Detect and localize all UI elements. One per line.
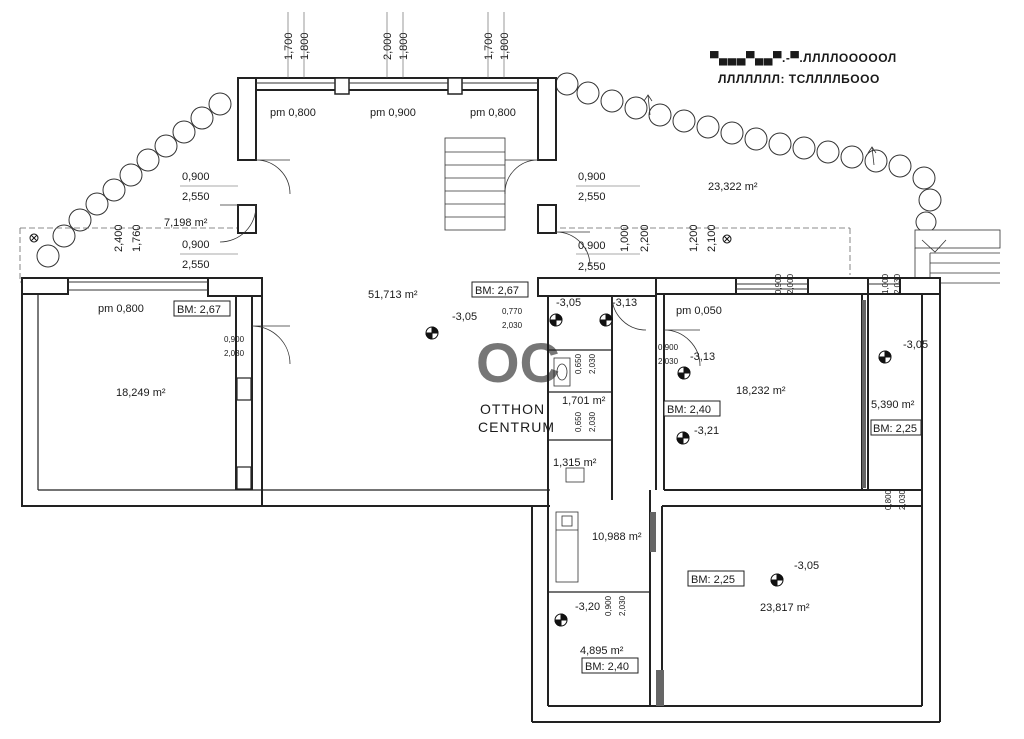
vdim-2a: 1,000 xyxy=(619,224,631,252)
watermark-logo: OC OTTHON CENTRUM xyxy=(476,331,560,435)
area-right-room: 18,232 m² xyxy=(736,385,786,397)
vertical-dim-labels: 2,400 1,760 1,000 2,200 1,200 2,100 xyxy=(113,224,718,252)
bm-boxes xyxy=(173,281,922,674)
watermark-line2: CENTRUM xyxy=(478,419,555,435)
area-main-hall: 51,713 m² xyxy=(368,289,418,301)
header-scribble-line1: ▀▄▄▄▀▄▄▀.-▀.ЛЛЛЛОООООЛ xyxy=(710,51,897,66)
window-labels: pm 0,800 pm 0,900 pm 0,800 pm 0,800 pm 0… xyxy=(98,107,722,317)
opening-1a: 0,900 xyxy=(182,171,210,183)
opening-labels: 0,900 2,550 0,900 2,550 0,900 2,550 0,90… xyxy=(182,171,606,273)
dim-2b: 1,800 xyxy=(398,32,410,60)
vdim-7a: 0,650 xyxy=(574,411,583,432)
dim-3b: 1,800 xyxy=(499,32,511,60)
vdim-9a: 0,900 xyxy=(604,595,613,616)
vdim-6a: 0,650 xyxy=(574,353,583,374)
opening-1b: 2,550 xyxy=(182,191,210,203)
vdim-7b: 2,030 xyxy=(588,411,597,432)
level-corridor: -3,05 xyxy=(903,339,928,351)
vdim-1b: 1,760 xyxy=(131,224,143,252)
area-corridor: 5,390 m² xyxy=(871,399,915,411)
vdim-5b: 2,030 xyxy=(893,273,902,294)
slope-arrow-1 xyxy=(643,94,877,166)
window-label-1: pm 0,800 xyxy=(270,107,316,119)
small-vertical-labels: 0,900 2,000 1,000 2,030 0,650 2,030 0,65… xyxy=(574,273,907,616)
watermark-line1: OTTHON xyxy=(480,401,545,417)
door-swings xyxy=(219,159,701,367)
vdim-8a: 0,800 xyxy=(884,489,893,510)
level-storage: -3,20 xyxy=(575,601,600,613)
window-label-5: pm 0,050 xyxy=(676,305,722,317)
window-label-2: pm 0,900 xyxy=(370,107,416,119)
dim-1b: 1,800 xyxy=(299,32,311,60)
level-lower-room: -3,05 xyxy=(794,560,819,572)
vdim-9b: 2,030 xyxy=(618,595,627,616)
dim-1a: 1,700 xyxy=(283,32,295,60)
small-opening-labels: 0,900 2,030 0,770 2,030 0,900 2,030 xyxy=(224,307,679,366)
bm-corridor: BM: 2,25 xyxy=(873,423,917,435)
opening-6a: 0,770 xyxy=(502,307,523,316)
area-lower-room: 23,817 m² xyxy=(760,602,810,614)
vdim-1a: 2,400 xyxy=(113,224,125,252)
level-right-room: -3,21 xyxy=(694,425,719,437)
opening-4a: 0,900 xyxy=(578,240,606,252)
opening-5b: 2,030 xyxy=(224,349,245,358)
vdim-4b: 2,000 xyxy=(786,273,795,294)
opening-7b: 2,030 xyxy=(658,357,679,366)
bm-main-hall: BM: 2,67 xyxy=(475,285,519,297)
dim-3a: 1,700 xyxy=(483,32,495,60)
vdim-4a: 0,900 xyxy=(774,273,783,294)
level-hall-door: -3,05 xyxy=(556,297,581,309)
opening-4b: 2,550 xyxy=(578,261,606,273)
opening-2b: 2,550 xyxy=(182,259,210,271)
top-dimensions: 1,700 1,800 2,000 1,800 1,700 1,800 xyxy=(283,32,511,60)
exterior-stair xyxy=(914,229,1001,290)
opening-7a: 0,900 xyxy=(658,343,679,352)
area-bathroom: 1,701 m² xyxy=(562,395,606,407)
opening-6b: 2,030 xyxy=(502,321,523,330)
dimension-leaders xyxy=(180,12,640,255)
area-kitchen: 10,988 m² xyxy=(592,531,642,543)
interior-stair xyxy=(444,137,506,231)
opening-3b: 2,550 xyxy=(578,191,606,203)
window-label-3: pm 0,800 xyxy=(470,107,516,119)
watermark-oc: OC xyxy=(476,331,560,394)
vdim-5a: 1,000 xyxy=(881,273,890,294)
bathroom-fixtures xyxy=(553,357,585,583)
bm-left-room: BM: 2,67 xyxy=(177,304,221,316)
area-left-room: 18,249 m² xyxy=(116,387,166,399)
opening-2a: 0,900 xyxy=(182,239,210,251)
vdim-6b: 2,030 xyxy=(588,353,597,374)
level-values: -3,05 -3,05 -3,13 -3,13 -3,21 -3,05 -3,0… xyxy=(452,297,928,613)
vdim-3a: 1,200 xyxy=(688,224,700,252)
area-entry: 7,198 m² xyxy=(164,217,208,229)
level-right-door: -3,13 xyxy=(690,351,715,363)
level-bath-door: -3,13 xyxy=(612,297,637,309)
window-label-4: pm 0,800 xyxy=(98,303,144,315)
opening-3a: 0,900 xyxy=(578,171,606,183)
header-scribble-line2: ЛЛЛЛЛЛЛ: ТСЛЛЛЛБООО xyxy=(718,72,880,86)
area-terrace-right: 23,322 m² xyxy=(708,181,758,193)
room-areas: 23,322 m² 7,198 m² 51,713 m² 18,249 m² 1… xyxy=(116,181,915,657)
opening-5a: 0,900 xyxy=(224,335,245,344)
dim-2a: 2,000 xyxy=(382,32,394,60)
shrub-row xyxy=(36,72,942,268)
vdim-2b: 2,200 xyxy=(639,224,651,252)
vdim-3b: 2,100 xyxy=(706,224,718,252)
bm-labels: BM: 2,67 BM: 2,67 BM: 2,40 BM: 2,25 BM: … xyxy=(177,285,917,673)
bm-lower-room: BM: 2,25 xyxy=(691,574,735,586)
upper-windows xyxy=(256,82,900,290)
area-wc: 1,315 m² xyxy=(553,457,597,469)
bm-storage: BM: 2,40 xyxy=(585,661,629,673)
vdim-8b: 2,030 xyxy=(898,489,907,510)
bm-right-room: BM: 2,40 xyxy=(667,404,711,416)
survey-markers xyxy=(29,233,732,244)
area-storage: 4,895 m² xyxy=(580,645,624,657)
site-boundary xyxy=(19,227,851,283)
walls xyxy=(21,77,941,723)
level-markers xyxy=(425,313,892,627)
level-main-hall: -3,05 xyxy=(452,311,477,323)
